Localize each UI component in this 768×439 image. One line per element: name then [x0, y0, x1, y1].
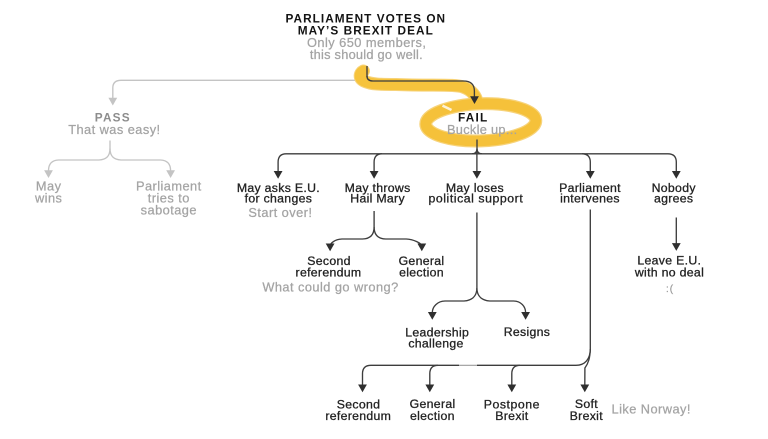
svg-text:FAIL: FAIL: [458, 110, 488, 124]
svg-text:May asks E.U.: May asks E.U.: [237, 181, 320, 195]
svg-text:General: General: [399, 254, 445, 268]
svg-text:Parliament: Parliament: [559, 181, 621, 195]
svg-text:Postpone: Postpone: [484, 397, 540, 411]
svg-text:referendum: referendum: [296, 266, 362, 280]
svg-text:challenge: challenge: [408, 337, 463, 351]
svg-text:for changes: for changes: [245, 192, 313, 206]
svg-text:Resigns: Resigns: [504, 325, 551, 339]
svg-text:election: election: [410, 409, 455, 423]
svg-text:Only 650 members,: Only 650 members,: [307, 35, 426, 50]
svg-text:intervenes: intervenes: [560, 192, 620, 206]
svg-text:Soft: Soft: [575, 397, 598, 411]
svg-text:MAY’S BREXIT DEAL: MAY’S BREXIT DEAL: [298, 24, 434, 38]
svg-text:referendum: referendum: [325, 409, 391, 423]
svg-text:Nobody: Nobody: [652, 181, 697, 195]
svg-text:sabotage: sabotage: [141, 203, 197, 218]
svg-text:Second: Second: [337, 397, 381, 411]
svg-text:Parliament: Parliament: [136, 178, 202, 193]
svg-text:Hail Mary: Hail Mary: [350, 192, 405, 206]
svg-text:What could go wrong?: What could go wrong?: [262, 280, 398, 295]
svg-text:Start over!: Start over!: [248, 205, 312, 220]
svg-text:Brexit: Brexit: [495, 409, 529, 423]
svg-text:tries to: tries to: [148, 190, 190, 205]
svg-text:May: May: [36, 178, 62, 193]
svg-text:Second: Second: [307, 254, 351, 268]
svg-text:Buckle up...: Buckle up...: [447, 122, 517, 137]
svg-text:PARLIAMENT VOTES ON: PARLIAMENT VOTES ON: [285, 11, 446, 25]
svg-text:election: election: [399, 266, 444, 280]
svg-text:wins: wins: [34, 190, 62, 205]
svg-text:General: General: [410, 397, 456, 411]
svg-text:this should go well.: this should go well.: [310, 47, 423, 62]
svg-text:May loses: May loses: [446, 181, 504, 195]
svg-text:agrees: agrees: [654, 192, 693, 206]
svg-text:Brexit: Brexit: [570, 409, 604, 423]
svg-text:Leadership: Leadership: [405, 326, 469, 340]
svg-text:Like Norway!: Like Norway!: [612, 401, 691, 416]
svg-text:political support: political support: [429, 192, 524, 206]
svg-text::(: :(: [666, 284, 674, 295]
svg-text:That was easy!: That was easy!: [68, 122, 160, 137]
svg-text:Leave E.U.: Leave E.U.: [637, 254, 701, 268]
svg-text:PASS: PASS: [95, 110, 131, 124]
svg-text:with no deal: with no deal: [634, 265, 704, 279]
svg-text:May throws: May throws: [345, 181, 411, 195]
